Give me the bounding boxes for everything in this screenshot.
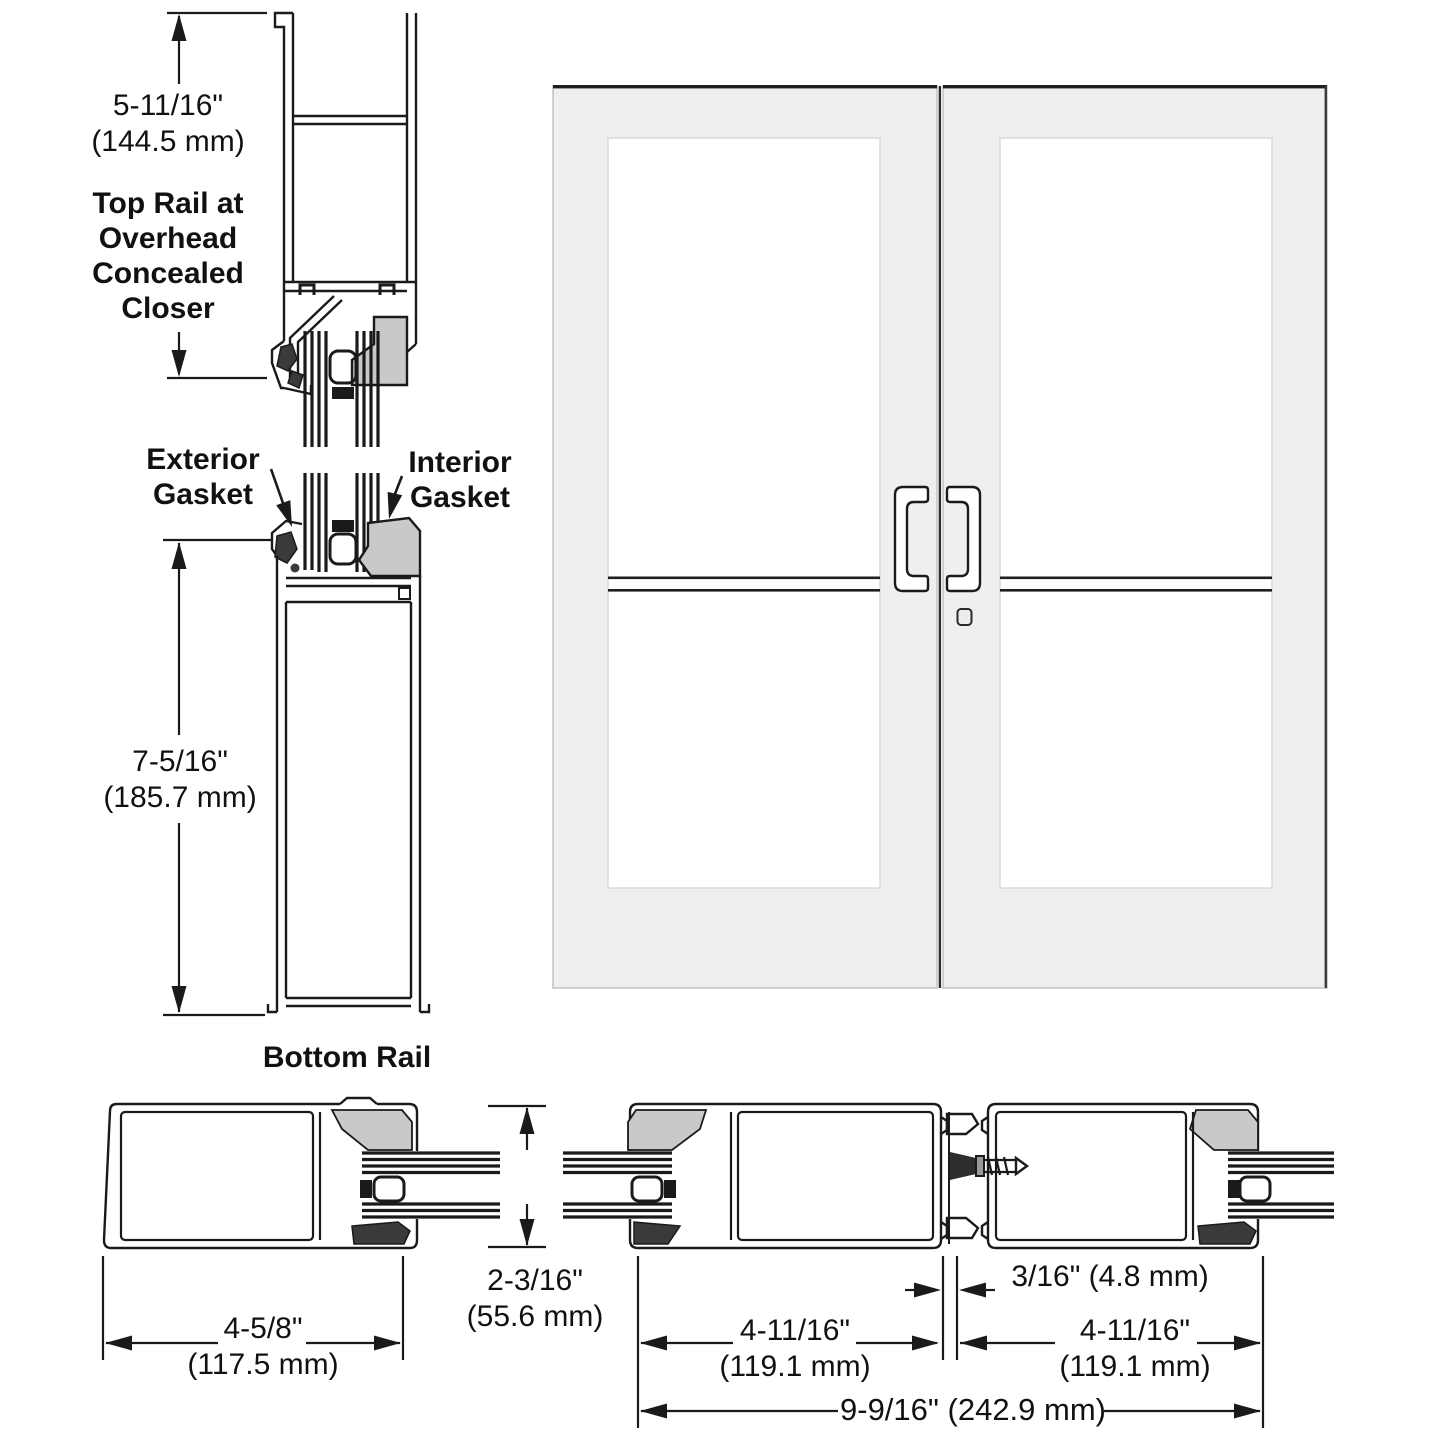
bottom-rail-label: Bottom Rail	[262, 1041, 432, 1074]
dim-door-thickness	[488, 1104, 546, 1249]
left-door-glass	[607, 137, 881, 889]
cylinder-lock[interactable]	[956, 608, 973, 626]
door-thickness-dimension-text: 2-3/16" (55.6 mm)	[466, 1264, 604, 1333]
glass-run-hinge-stile	[360, 1151, 500, 1219]
arrow-left-icon	[105, 1335, 132, 1351]
right-edge-line	[1324, 86, 1327, 988]
exterior-gasket-shape	[274, 531, 298, 564]
arrow-right-icon	[1234, 1335, 1261, 1351]
arrow-left-icon	[959, 1282, 986, 1298]
glass-run-pair-right	[1228, 1151, 1334, 1219]
meeting-gap-dimension-text: 3/16" (4.8 mm)	[1011, 1260, 1209, 1293]
dim-meeting-gap	[905, 1256, 995, 1360]
dim-left-meeting-stile	[636, 1256, 939, 1428]
glass-spacer-bottom	[328, 532, 358, 566]
arrow-down-icon	[171, 350, 187, 377]
dim-hinge-stile-width	[101, 1256, 405, 1360]
meeting-stile-gap-line	[938, 86, 942, 988]
arrow-down-icon	[171, 986, 187, 1013]
plan-gasket-dark	[1197, 1221, 1257, 1245]
screw-tip	[1014, 1155, 1030, 1177]
glass-unit-vertical	[303, 331, 380, 572]
bottom-rail-section	[266, 516, 431, 1014]
interior-gasket-label: Interior Gasket	[408, 446, 512, 514]
door-elevation	[552, 85, 1328, 989]
bottom-rail-height-dimension-text: 7-5/16" (185.7 mm)	[103, 745, 257, 814]
screw-head	[975, 1155, 985, 1177]
dim-right-meeting-stile	[960, 1256, 1265, 1428]
overall-pair-dimension-text: 9-9/16" (242.9 mm)	[840, 1392, 1106, 1427]
leader-arrowhead-icon	[276, 500, 292, 527]
arrow-right-icon	[1234, 1403, 1261, 1419]
top-rail-label: Top Rail at Overhead Concealed Closer	[92, 187, 244, 325]
arrow-up-icon	[171, 14, 187, 41]
right-door-glass	[999, 137, 1273, 889]
dim-overall-pair	[640, 1403, 1261, 1419]
interior-gasket-shape	[357, 516, 422, 578]
plan-gasket-gray	[330, 1109, 413, 1151]
plan-gasket-gray	[1188, 1109, 1259, 1151]
arrow-up-icon	[519, 1107, 535, 1134]
top-rail-height-dimension-text: 5-11/16" (144.5 mm)	[91, 89, 245, 158]
hinge-stile-section	[102, 1096, 419, 1250]
pair-meeting-section	[627, 1102, 1260, 1250]
astragal-gasket	[950, 1152, 982, 1180]
left-meeting-stile-dimension-text: 4-11/16" (119.1 mm)	[719, 1314, 871, 1383]
arrow-left-icon	[640, 1335, 667, 1351]
gasket-leader-arrows	[269, 468, 404, 527]
top-exterior-gasket-shape	[276, 343, 298, 372]
arrow-right-icon	[912, 1335, 939, 1351]
left-door-pull-handle[interactable]	[893, 485, 930, 593]
arrow-up-icon	[171, 542, 187, 569]
glass-run-pair-left	[563, 1151, 676, 1219]
glass-spacer-top	[328, 349, 358, 385]
arrow-left-icon	[640, 1403, 667, 1419]
plan-gasket-dark	[633, 1221, 682, 1245]
screw-shaft	[984, 1156, 1016, 1176]
arrow-right-icon	[914, 1282, 941, 1298]
dim-bottom-rail-height	[163, 538, 272, 1017]
arrow-right-icon	[374, 1335, 401, 1351]
plan-gasket-dark	[351, 1221, 411, 1245]
right-door-pull-handle[interactable]	[945, 485, 982, 593]
plan-gasket-gray	[627, 1109, 708, 1151]
arrow-left-icon	[960, 1335, 987, 1351]
leader-arrowhead-icon	[387, 491, 403, 519]
dim-top-rail-height	[167, 11, 267, 380]
top-rail-section	[270, 11, 418, 396]
mid-rail-lines	[608, 576, 1272, 592]
arrow-down-icon	[519, 1219, 535, 1246]
right-meeting-stile-dimension-text: 4-11/16" (119.1 mm)	[1059, 1314, 1211, 1383]
hinge-stile-width-dimension-text: 4-5/8" (117.5 mm)	[187, 1312, 339, 1381]
exterior-gasket-label: Exterior Gasket	[146, 443, 260, 511]
